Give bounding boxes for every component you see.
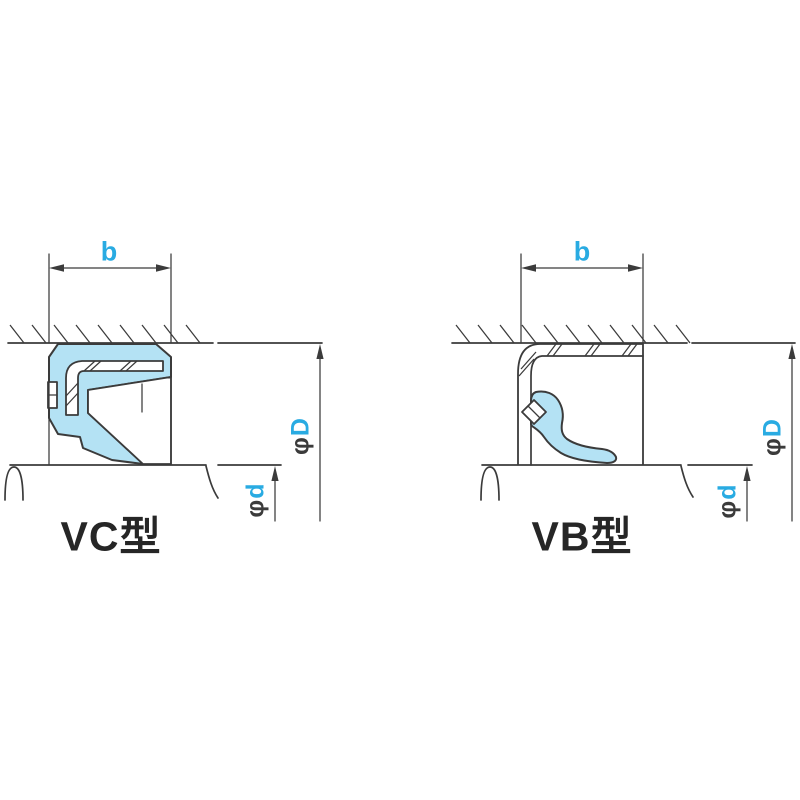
vc-inner-diameter-label: φd: [241, 482, 270, 518]
vc-outer-diameter-letter: D: [286, 417, 315, 437]
vb-outer-diameter-letter: D: [758, 418, 787, 438]
vb-rubber-lip: [530, 390, 618, 464]
vc-insert-hatch: [65, 360, 138, 407]
vc-air-side-cavity: [87, 376, 172, 465]
vc-housing-hatch: [9, 324, 201, 344]
vb-spring-detail: [527, 405, 541, 419]
vb-outer-diameter-label: φD: [758, 418, 787, 456]
vc-inner-diameter-dimension: [271, 466, 279, 522]
vc-phi-symbol-small: φ: [241, 498, 270, 518]
vc-width-dimension: [48, 253, 172, 344]
vb-housing-hatch: [455, 324, 691, 344]
vc-inner-diameter-letter: d: [241, 482, 270, 499]
vc-outer-diameter-label: φD: [286, 417, 315, 455]
vc-detail-lines: [47, 356, 172, 466]
vc-width-label: b: [100, 236, 118, 267]
vb-width-label: b: [573, 236, 591, 267]
vb-type-caption: VB型: [531, 513, 633, 560]
vb-shaft: [480, 464, 753, 501]
vc-shaft: [4, 464, 282, 501]
vb-width-dimension: [520, 253, 644, 344]
vb-phi-symbol: φ: [758, 437, 787, 456]
vb-inner-diameter-label: φd: [713, 483, 742, 519]
vc-metal-insert: [65, 360, 164, 416]
vb-phi-symbol-small: φ: [713, 499, 742, 519]
vb-case-hatch: [518, 343, 638, 377]
vc-seal-cross-section: [47, 343, 172, 466]
vb-inner-diameter-letter: d: [713, 483, 742, 500]
vc-type-caption: VC型: [60, 513, 162, 560]
vb-metal-case-inner: [530, 355, 644, 466]
vc-phi-symbol: φ: [286, 436, 315, 455]
vb-seal-cross-section: [517, 343, 644, 466]
vc-outer-diameter-dimension: [316, 344, 324, 522]
vb-inner-diameter-dimension: [743, 466, 751, 522]
vb-outer-diameter-dimension: [788, 344, 796, 522]
